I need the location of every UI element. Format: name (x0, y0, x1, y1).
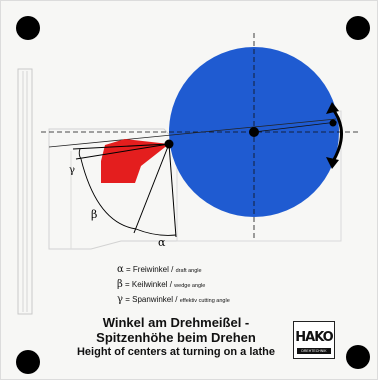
legend-sub: effektiv cutting angle (179, 298, 230, 304)
vertical-reference-line (168, 143, 177, 238)
tangent-line (48, 118, 337, 148)
board-title: Winkel am Drehmeißel - Spitzenhöhe beim … (61, 315, 291, 359)
tool-holder-outline (48, 128, 178, 250)
cutting-tool (101, 139, 169, 183)
title-line-2: Spitzenhöhe beim Drehen (96, 330, 256, 345)
legend-sub: draft angle (175, 268, 202, 274)
legend-symbol: γ (117, 294, 123, 305)
title-line-1: Winkel am Drehmeißel - (102, 315, 250, 330)
legend-symbol: β (117, 279, 123, 290)
hako-logo: HAKO DREHTECHNIK (293, 321, 335, 359)
legend-symbol: α (117, 264, 124, 275)
gamma-arc (78, 148, 82, 160)
rotation-arrow (330, 107, 343, 164)
legend-item-beta: β = Keilwinkel / wedge angle (117, 278, 230, 293)
beta-label: β (91, 208, 97, 221)
mount-hole-bottom-right (346, 345, 370, 369)
gamma-label: γ (69, 165, 75, 176)
legend-item-alpha: α = Freiwinkel / draft angle (117, 263, 230, 278)
legend-item-gamma: γ = Spanwinkel / effektiv cutting angle (117, 293, 230, 308)
rake-reference-line (72, 143, 170, 150)
beta-arc (80, 158, 137, 230)
mount-hole-bottom-left (16, 350, 40, 374)
legend-label: = Keilwinkel / (125, 280, 172, 289)
legend-label: = Freiwinkel / (126, 265, 174, 274)
legend-sub: wedge angle (174, 283, 206, 289)
mount-hole-top-right (346, 16, 370, 40)
title-line-3: Height of centers at turning on a lathe (76, 346, 276, 358)
legend-label: = Spanwinkel / (125, 295, 178, 304)
rake-face-line (75, 143, 170, 160)
workpiece-center (249, 127, 259, 137)
angle-legend: α = Freiwinkel / draft angle β = Keilwin… (117, 263, 230, 308)
logo-tagline: DREHTECHNIK (297, 348, 331, 354)
alpha-arc (135, 228, 177, 236)
left-rail (17, 68, 33, 315)
alpha-label: α (158, 236, 166, 249)
contact-point (329, 119, 337, 127)
flank-line (133, 143, 170, 234)
logo-name: HAKO (295, 330, 333, 345)
mount-hole-top-left (16, 16, 40, 40)
